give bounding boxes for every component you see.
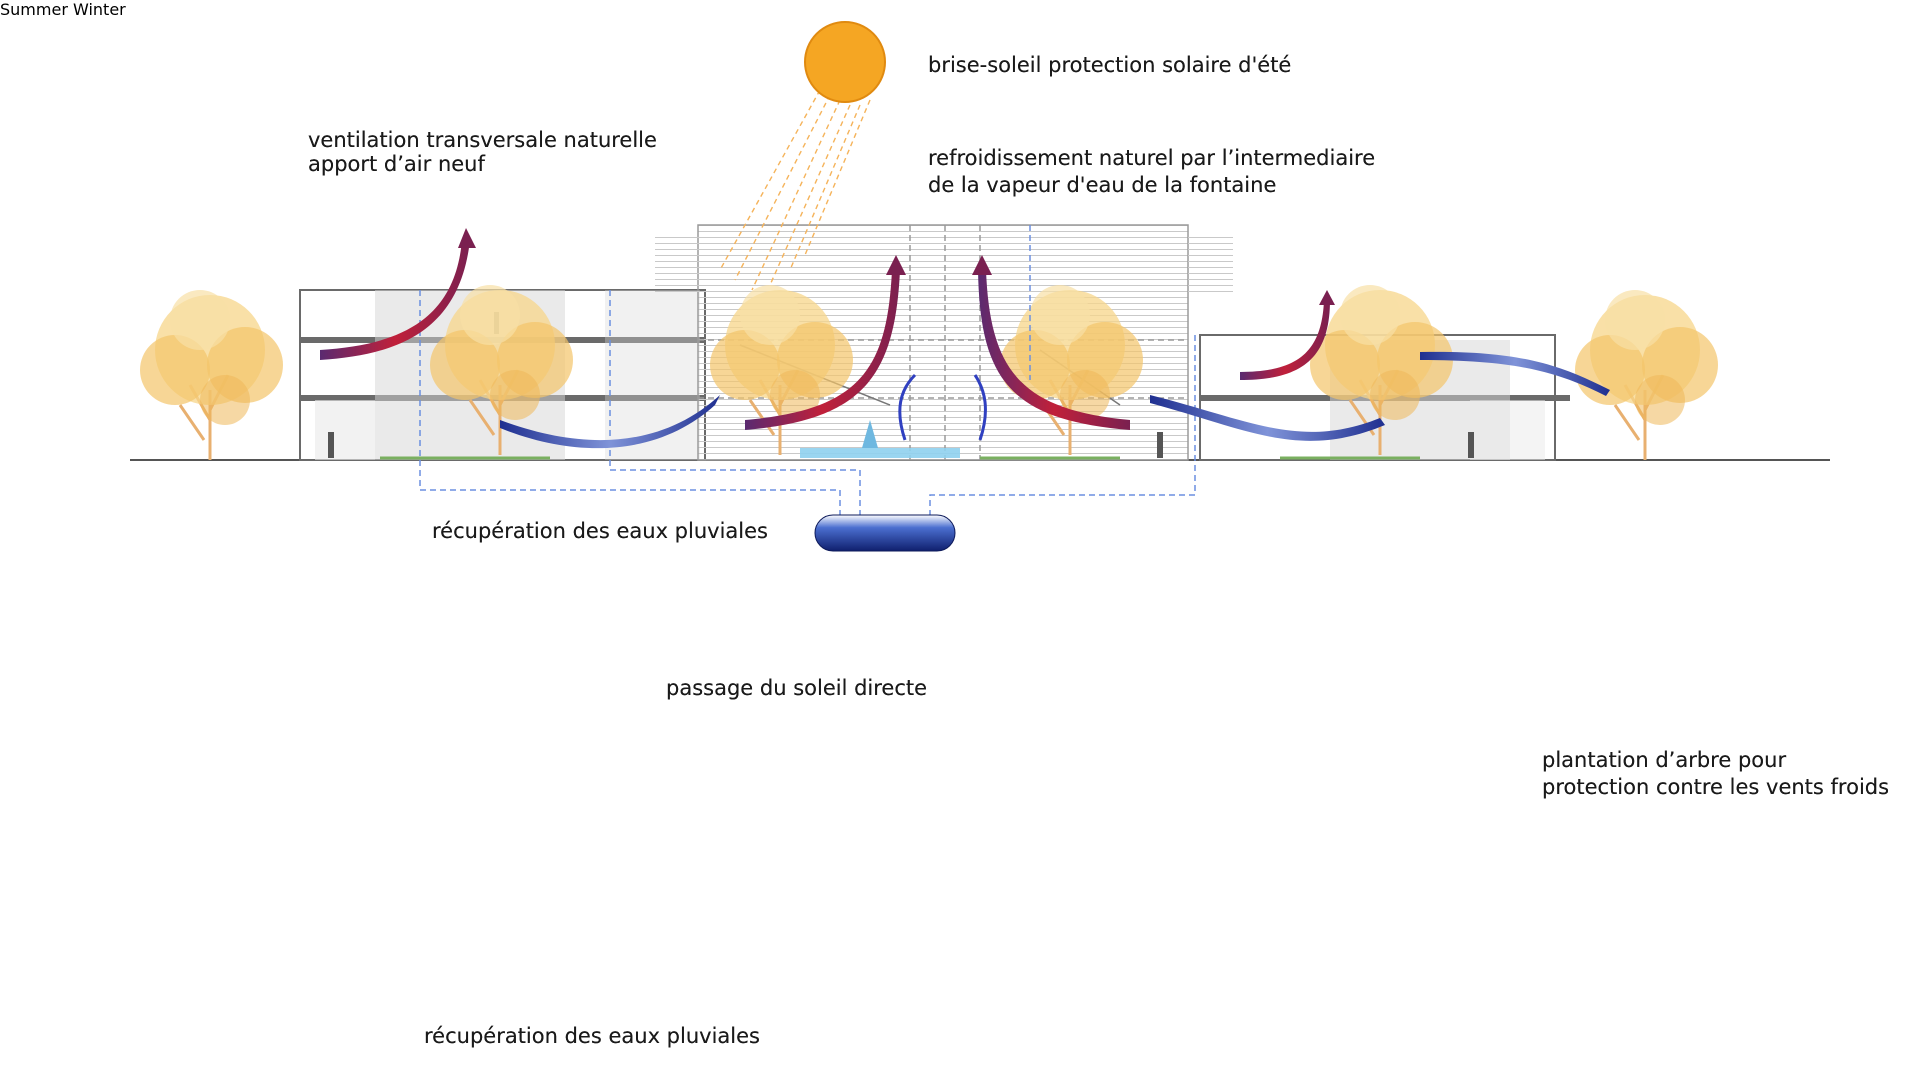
winter-trees-label-line2: protection contre les vents froids <box>1542 775 1890 799</box>
summer-season-label: Summer <box>0 0 68 19</box>
warm-air-exhaust-left-arrow <box>320 240 470 360</box>
cool-air-intake-left-arrow <box>500 395 720 449</box>
cool-air-exterior-right-arrow <box>1420 351 1610 396</box>
summer-ventilation-label-line2: apport d’air neuf <box>308 152 485 176</box>
fountain-vapor-left-arrow <box>898 373 917 441</box>
summer-sun-shading-label: brise-soleil protection solaire d'été <box>928 53 1292 77</box>
summer-airflow-arrows <box>320 228 1610 449</box>
winter-trees-label-line1: plantation d’arbre pour <box>1542 748 1787 772</box>
warm-air-rise-atrium-right-arrow <box>978 270 1130 430</box>
summer-sun-rays <box>719 89 871 291</box>
cool-air-intake-right-arrow <box>1150 395 1385 441</box>
fountain-vapor-right-arrow <box>973 374 987 441</box>
winter-season-label: Winter <box>72 0 126 19</box>
warm-air-rise-atrium-left-arrow <box>745 270 900 430</box>
warm-air-exhaust-right-arrow <box>1240 300 1330 380</box>
winter-direct-sun-label: passage du soleil directe <box>666 676 928 700</box>
summer-cooling-label-line1: refroidissement naturel par l’intermedia… <box>928 146 1376 170</box>
summer-sun-icon <box>804 21 886 103</box>
winter-rainwater-label: récupération des eaux pluviales <box>424 1024 760 1048</box>
summer-section <box>130 21 1830 551</box>
summer-cooling-label-line2: de la vapeur d'eau de la fontaine <box>928 173 1277 197</box>
summer-ventilation-label-line1: ventilation transversale naturelle <box>308 128 657 152</box>
summer-rainwater-label: récupération des eaux pluviales <box>432 519 768 543</box>
